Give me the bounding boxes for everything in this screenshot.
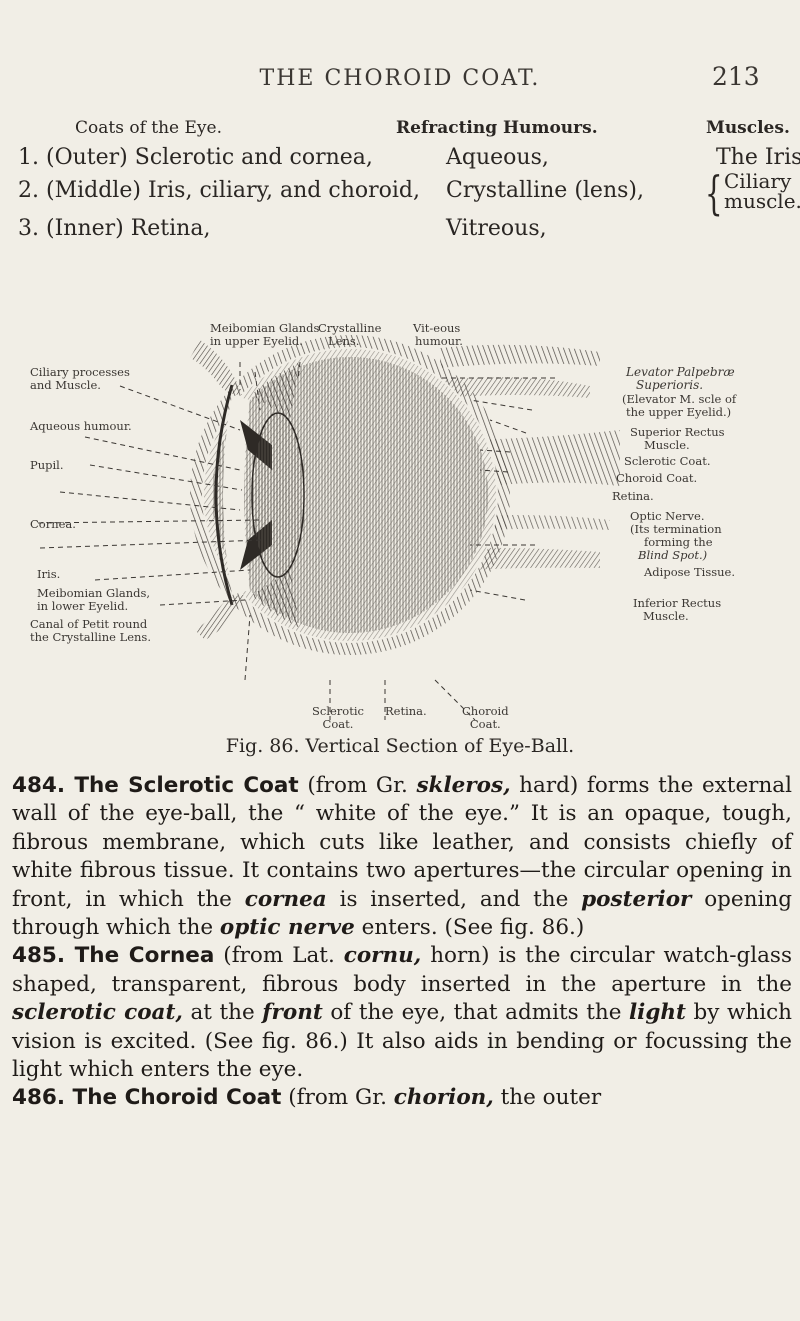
label-crystalline-lens: Crystalline Lens. [318, 321, 382, 348]
aqueous-chamber [223, 395, 250, 595]
page-number: 213 [712, 62, 760, 91]
table-row-humour: Aqueous, [446, 145, 549, 170]
paragraph-485: 485. The Cornea (from Lat. cornu, horn) … [12, 943, 793, 1083]
label-sclerotic-coat-bottom: Sclerotic Coat. [312, 704, 364, 731]
cornea-shape [214, 384, 234, 606]
muscle-line: muscle. [724, 189, 800, 213]
body-text: 484. The Sclerotic Coat (from Gr. sklero… [12, 772, 792, 1113]
table-row-coat: (Inner) Retina, [46, 216, 211, 241]
table-header-coats: Coats of the Eye. [75, 118, 222, 138]
label-cornea: Cornea. [30, 517, 76, 531]
table-row-humour: Crystalline (lens), [446, 178, 644, 203]
label-iris: Iris. [37, 567, 61, 581]
table-row-muscle-stack: Ciliary muscle. [724, 171, 800, 211]
label-ciliary-processes: Ciliary processes and Muscle. [30, 365, 130, 392]
paragraph-lead: 484. The Sclerotic Coat [12, 773, 299, 798]
label-choroid-coat-right: Choroid Coat. [616, 471, 698, 485]
paragraph-lead: 485. The Cornea [12, 943, 215, 969]
table-row-coat: (Middle) Iris, ciliary, and choroid, [46, 178, 420, 203]
label-inferior-rectus: Inferior Rectus Muscle. [633, 596, 722, 623]
label-aqueous-humour: Aqueous humour. [30, 419, 132, 433]
table-row-coat: (Outer) Sclerotic and cornea, [46, 145, 373, 170]
leader-lines [37, 361, 555, 721]
label-meibomian-lower: Meibomian Glands, in lower Eyelid. [37, 586, 151, 613]
label-choroid-coat-bottom: Choroid Coat. [462, 704, 509, 731]
table-row-humour: Vitreous, [446, 216, 547, 241]
curly-brace: { [705, 166, 723, 220]
label-canal-of-petit: Canal of Petit round the Crystalline Len… [30, 617, 151, 644]
table-row-muscle: The Iris. [716, 145, 800, 170]
upper-eyelid [190, 340, 242, 395]
table-row-num: 2. [18, 178, 39, 203]
label-levator: Levator Palpebræ Superioris. [626, 365, 735, 392]
label-retina-bottom: Retina. [385, 704, 427, 718]
label-adipose: Adipose Tissue. [644, 565, 736, 579]
label-optic-nerve: Optic Nerve. (Its termination forming th… [630, 509, 722, 562]
label-elevator: (Elevator M. scle of the upper Eyelid.) [622, 392, 737, 419]
paragraph-484: 484. The Sclerotic Coat (from Gr. sklero… [12, 773, 792, 941]
label-vitreous-humour: Vit-eous humour. [413, 321, 463, 348]
table-header-muscles: Muscles. [706, 118, 790, 138]
label-superior-rectus: Superior Rectus Muscle. [630, 425, 725, 452]
paragraph-486: 486. The Choroid Coat (from Gr. chorion,… [12, 1085, 602, 1111]
table-row-num: 1. [18, 145, 39, 170]
table-row-num: 3. [18, 216, 39, 241]
label-pupil: Pupil. [30, 458, 64, 472]
table-header-refracting: Refracting Humours. [396, 118, 598, 138]
figure-caption: Fig. 86. Vertical Section of Eye-Ball. [225, 735, 575, 757]
crystalline-lens [251, 412, 305, 578]
label-retina-right: Retina. [612, 489, 654, 503]
label-meibomian-upper: Meibomian Glands in upper Eyelid. [210, 321, 320, 348]
lower-eyelid [195, 595, 244, 640]
paragraph-lead: 486. The Choroid Coat [12, 1085, 282, 1111]
ciliary-body-upper [252, 362, 300, 420]
ciliary-body-lower [252, 570, 300, 628]
muscle-line: Ciliary [724, 169, 792, 193]
running-head: THE CHOROID COAT. [259, 66, 541, 91]
label-sclerotic-coat-right: Sclerotic Coat. [624, 454, 711, 468]
